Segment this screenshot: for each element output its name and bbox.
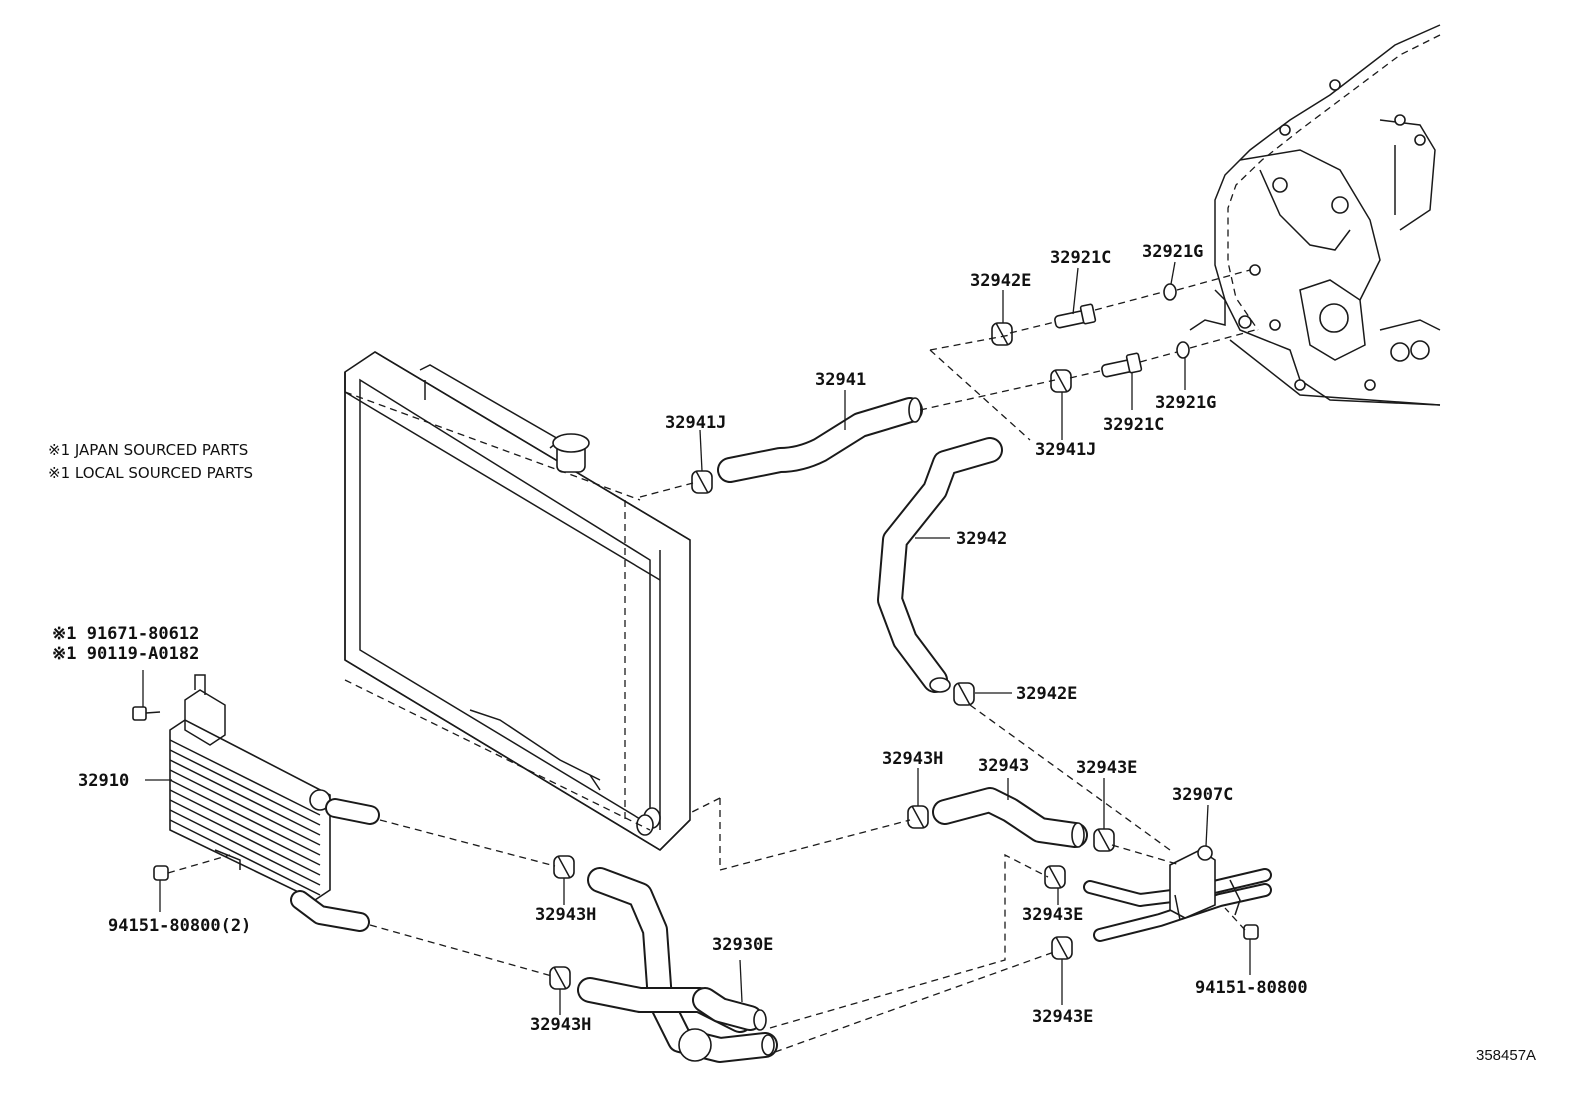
oil-cooler-pipe [1083, 845, 1272, 942]
label-32907C: 32907C [1172, 785, 1233, 805]
bolt-91671 [132, 706, 161, 721]
label-32943E-mid: 32943E [1022, 905, 1083, 925]
label-32941J-right: 32941J [1035, 440, 1096, 460]
label-32943H-top: 32943H [882, 749, 943, 769]
nut-94151-right [1243, 924, 1259, 940]
clamp-32943E-top [1093, 828, 1115, 852]
diagram-reference-id: 358457A [1476, 1047, 1536, 1064]
clamp-32943E-bottom [1051, 936, 1073, 960]
label-32921G-top: 32921G [1142, 242, 1203, 262]
label-94151-80800-2: 94151-80800(2) [108, 916, 251, 936]
clamp-32943E-mid [1044, 865, 1066, 889]
union-32921C-top [1054, 303, 1097, 329]
label-32943: 32943 [978, 756, 1029, 776]
radiator [344, 351, 691, 852]
label-32943H-bottom: 32943H [530, 1015, 591, 1035]
clamp-32942E-top [991, 322, 1013, 346]
note-japan-sourced: ※1 JAPAN SOURCED PARTS [48, 441, 248, 459]
hose-32941 [717, 397, 923, 483]
clamp-32943H-bottom [549, 966, 571, 990]
oil-cooler [169, 674, 380, 932]
note-local-sourced: ※1 LOCAL SOURCED PARTS [48, 464, 253, 482]
leader-lines [142, 261, 1251, 1015]
label-32930E: 32930E [712, 935, 773, 955]
hose-32942 [877, 437, 1003, 693]
transmission-housing [1189, 24, 1441, 406]
label-32921G-bottom: 32921G [1155, 393, 1216, 413]
label-32942E-mid: 32942E [1016, 684, 1077, 704]
clamp-32941J-right [1050, 369, 1072, 393]
label-32942E-top: 32942E [970, 271, 1031, 291]
label-32941J-left: 32941J [665, 413, 726, 433]
label-32921C-bottom: 32921C [1103, 415, 1164, 435]
label-32921C-top: 32921C [1050, 248, 1111, 268]
label-32943E-top: 32943E [1076, 758, 1137, 778]
label-90119: ※1 90119-A0182 [52, 644, 199, 664]
union-32921C-bottom [1101, 352, 1143, 378]
label-32910: 32910 [78, 771, 129, 791]
clamp-32942E-mid [953, 682, 975, 706]
hose-32930E [577, 867, 778, 1063]
nut-94151-left [153, 865, 169, 881]
clamp-32941J-left [691, 470, 713, 494]
connector-lines [167, 269, 1256, 1053]
label-32943E-bottom: 32943E [1032, 1007, 1093, 1027]
label-94151-80800: 94151-80800 [1195, 978, 1308, 998]
label-91671: ※1 91671-80612 [52, 624, 199, 644]
clamp-32943H-top [907, 805, 929, 829]
label-32942: 32942 [956, 529, 1007, 549]
clamp-32943H-mid [553, 855, 575, 879]
hose-32943 [932, 787, 1088, 848]
label-32941: 32941 [815, 370, 866, 390]
gasket-32921G-top [1163, 283, 1177, 301]
gasket-32921G-bottom [1176, 341, 1190, 359]
label-32943H-mid: 32943H [535, 905, 596, 925]
